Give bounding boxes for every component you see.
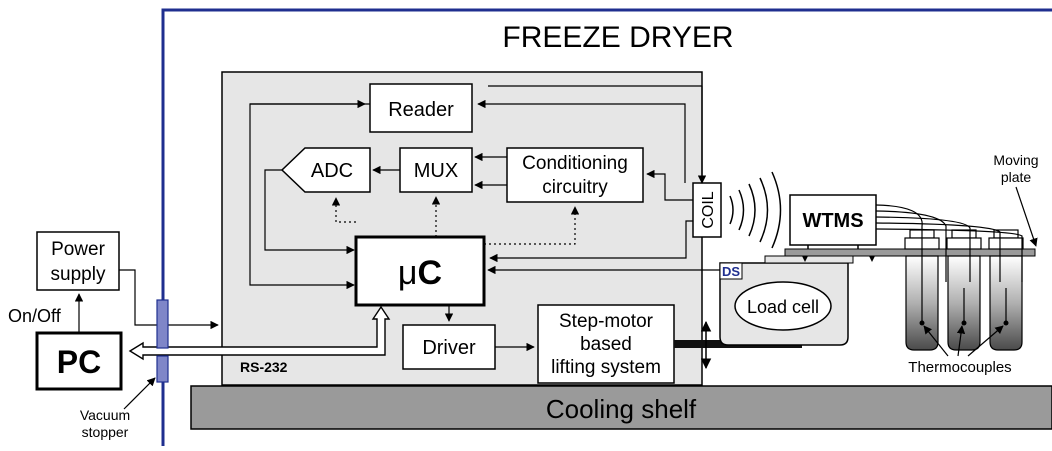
driver-label: Driver <box>422 337 476 359</box>
adc-block <box>280 147 371 193</box>
load-cell-label: Load cell <box>747 297 819 317</box>
conditioning-label-1: Conditioning <box>522 153 628 174</box>
diagram-title: FREEZE DRYER <box>502 21 733 54</box>
power-supply-label-1: Power <box>51 239 106 260</box>
signal-lines <box>249 85 720 352</box>
wtms-label: WTMS <box>802 210 863 232</box>
rs232-label: RS-232 <box>240 359 288 375</box>
pc-label: PC <box>57 344 101 380</box>
conditioning-label-2: circuitry <box>542 177 608 198</box>
wireless-waves <box>729 171 782 249</box>
plate-support-right <box>869 256 875 262</box>
ds-box <box>719 262 743 280</box>
stepmotor-block <box>537 304 675 384</box>
microcontroller-label: μC <box>398 254 442 292</box>
power-supply-block <box>36 231 120 291</box>
plate-support-left <box>802 256 808 262</box>
moving-plate <box>784 248 1036 257</box>
plate-base <box>764 255 854 264</box>
thermocouple-pointers <box>923 325 1004 357</box>
moving-plate-pointer <box>1015 186 1038 247</box>
coil-block <box>692 182 722 238</box>
conditioning-block <box>506 147 644 203</box>
cooling-shelf-label: Cooling shelf <box>546 394 697 424</box>
vacuum-stopper-lower <box>156 355 169 383</box>
wtms-block <box>789 194 877 246</box>
mux-label: MUX <box>414 160 458 182</box>
power-line <box>119 269 219 330</box>
power-supply-label-2: supply <box>51 264 106 285</box>
rs232-link <box>128 305 391 361</box>
pc-block <box>35 331 123 391</box>
coil-label: COIL <box>700 191 717 228</box>
onoff-label: On/Off <box>8 306 62 326</box>
vacuum-stopper-pointer <box>123 377 156 410</box>
control-lines <box>331 196 580 245</box>
mux-block <box>399 147 473 193</box>
stepmotor-label-2: based <box>580 334 632 355</box>
adc-label: ADC <box>311 160 353 182</box>
driver-block <box>402 324 496 370</box>
stepmotor-label-3: lifting system <box>551 357 661 378</box>
microcontroller-block <box>354 235 486 307</box>
ds-label: DS <box>722 264 740 279</box>
thermocouple-probes <box>921 288 1007 323</box>
moving-plate-label-1: Moving <box>993 152 1038 168</box>
thermocouples-label: Thermocouples <box>908 359 1011 376</box>
vacuum-stopper-label-1: Vacuum <box>80 407 130 423</box>
cooling-shelf <box>190 385 1052 430</box>
moving-plate-label-2: plate <box>1001 169 1032 185</box>
reader-block <box>369 83 473 133</box>
vacuum-stopper-upper <box>156 299 169 349</box>
load-cell-ellipse <box>734 281 832 331</box>
stepmotor-label-1: Step-motor <box>559 311 654 332</box>
vacuum-stopper-label-2: stopper <box>82 424 129 440</box>
reader-label: Reader <box>388 99 454 121</box>
thermocouple-wires <box>875 204 1023 288</box>
